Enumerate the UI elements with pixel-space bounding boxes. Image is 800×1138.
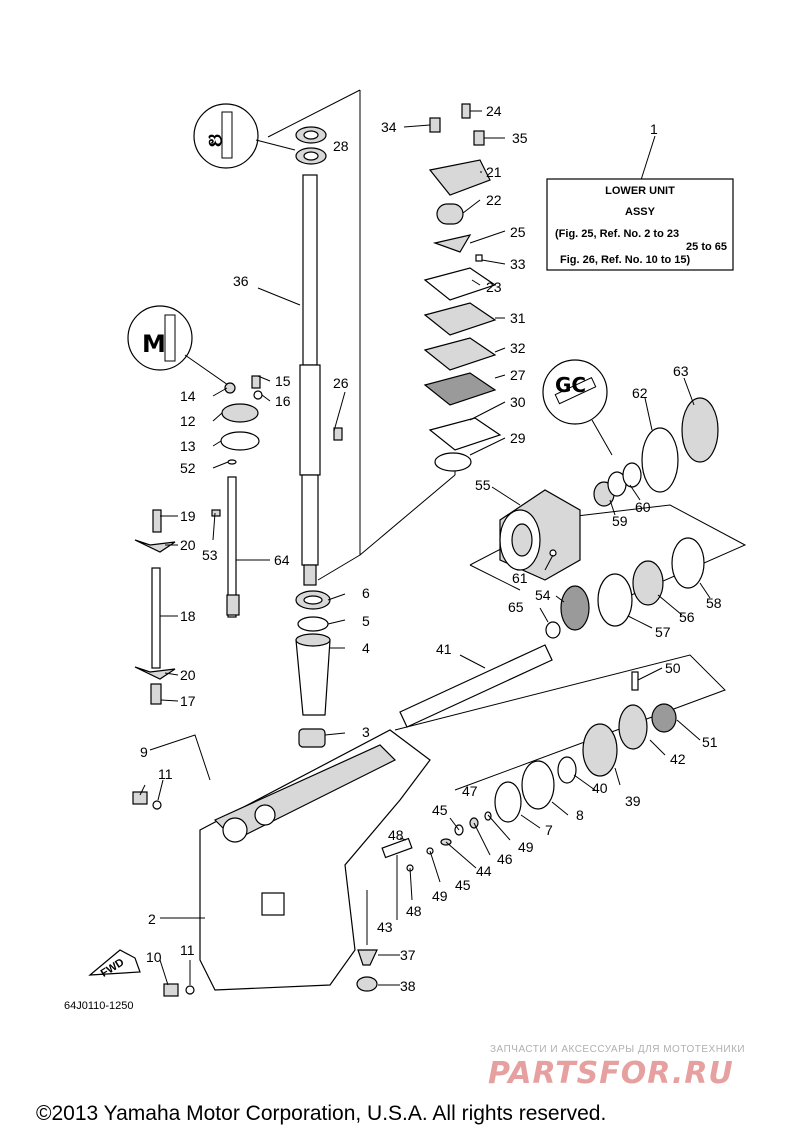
lower-case-housing: FWD [88,729,492,997]
callout-39: 39 [625,793,641,809]
callout-6: 6 [362,585,370,601]
callout-60: 60 [635,499,651,515]
water-pump-parts [423,103,502,472]
callout-numbers: 1 2 3 4 5 6 7 8 9 10 11 11 12 13 14 15 1… [140,103,722,994]
callout-10: 10 [146,949,162,965]
callout-24: 24 [486,103,502,119]
box-line-2: ASSY [625,206,656,218]
callout-13: 13 [180,438,196,454]
box-line-5: Fig. 26, Ref. No. 10 to 15) [560,254,691,266]
callout-45a: 45 [432,802,448,818]
callout-3: 3 [362,724,370,740]
watermark-tagline: ЗАПЧАСТИ И АКСЕССУАРЫ ДЛЯ МОТОТЕХНИКИ [490,1044,746,1055]
callout-63: 63 [673,363,689,379]
callout-37: 37 [400,947,416,963]
callout-11b: 11 [180,942,195,958]
callout-2: 2 [148,911,156,927]
callout-21: 21 [486,164,502,180]
callout-41: 41 [436,641,452,657]
callout-46: 46 [497,851,513,867]
callout-42: 42 [670,751,686,767]
callout-65: 65 [508,599,524,615]
shift-rod-parts [132,375,263,810]
callout-15: 15 [275,373,291,389]
prop-shaft-housing-parts [499,397,719,639]
callout-19: 19 [180,508,196,524]
callout-30: 30 [510,394,526,410]
callout-48a: 48 [388,827,404,843]
callout-18: 18 [180,608,196,624]
callout-leaders [139,110,711,986]
callout-31: 31 [510,310,526,326]
callout-20a: 20 [180,537,196,553]
svg-text:GC: GC [555,373,586,397]
callout-45b: 45 [455,877,471,893]
detail-callout-circles: ಐ M GC [127,103,613,456]
callout-62: 62 [632,385,648,401]
callout-1: 1 [650,121,658,137]
callout-44: 44 [476,863,492,879]
callout-56: 56 [679,609,695,625]
callout-57: 57 [655,624,671,640]
callout-38: 38 [400,978,416,994]
callout-12: 12 [180,413,196,429]
callout-49b: 49 [518,839,534,855]
callout-11a: 11 [158,766,173,782]
box-line-3: (Fig. 25, Ref. No. 2 to 23 [555,228,679,240]
callout-22: 22 [486,192,502,208]
callout-14: 14 [180,388,196,404]
callout-32: 32 [510,340,526,356]
callout-40: 40 [592,780,608,796]
callout-36: 36 [233,273,249,289]
callout-50: 50 [665,660,681,676]
callout-59: 59 [612,513,628,529]
callout-64: 64 [274,552,290,568]
callout-35: 35 [512,130,528,146]
callout-52: 52 [180,460,196,476]
callout-33: 33 [510,256,526,272]
watermark-logo: PARTSFOR.RU [488,1056,734,1091]
box-line-1: LOWER UNIT [605,185,675,197]
box-line-4: 25 to 65 [686,241,727,253]
callout-25: 25 [510,224,526,240]
callout-4: 4 [362,640,370,656]
callout-43: 43 [377,919,393,935]
callout-9: 9 [140,744,148,760]
callout-5: 5 [362,613,370,629]
propeller-shaft-parts [399,644,677,823]
callout-17: 17 [180,693,196,709]
svg-text:M: M [142,330,166,358]
callout-53: 53 [202,547,218,563]
callout-54: 54 [535,587,551,603]
copyright-notice: ©2013 Yamaha Motor Corporation, U.S.A. A… [36,1102,607,1125]
callout-28: 28 [333,138,349,154]
callout-49a: 49 [432,888,448,904]
callout-48b: 48 [406,903,422,919]
callout-61: 61 [512,570,528,586]
callout-58: 58 [706,595,722,611]
callout-55: 55 [475,477,491,493]
callout-47: 47 [462,783,478,799]
callout-8: 8 [576,807,584,823]
drive-shaft-parts [295,126,343,748]
callout-20b: 20 [180,667,196,683]
callout-27: 27 [510,367,526,383]
callout-23: 23 [486,279,502,295]
callout-34: 34 [381,119,397,135]
figure-code: 64J0110-1250 [64,1000,134,1012]
callout-51: 51 [702,734,718,750]
callout-29: 29 [510,430,526,446]
callout-7: 7 [545,822,553,838]
assembly-info-box: LOWER UNIT ASSY (Fig. 25, Ref. No. 2 to … [546,135,734,271]
callout-16: 16 [275,393,291,409]
svg-text:ಐ: ಐ [208,127,222,152]
callout-26: 26 [333,375,349,391]
